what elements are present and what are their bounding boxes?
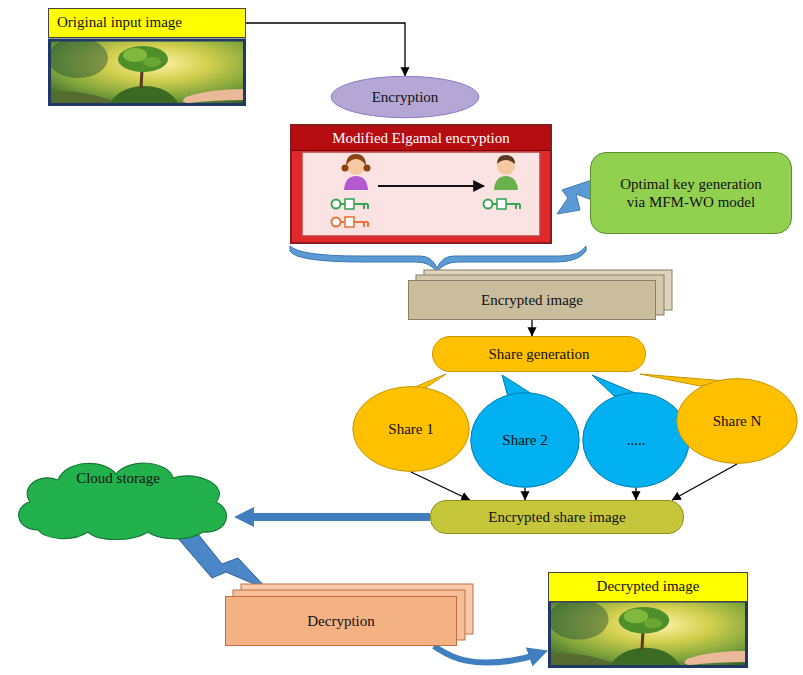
person-hair: [346, 154, 366, 166]
document-stack: Encrypted image: [408, 280, 656, 320]
arrow-connector: [635, 488, 636, 500]
share-bubble: Share 2: [470, 392, 580, 488]
person-hair: [497, 155, 515, 164]
person-hair: [342, 165, 349, 172]
node-label: Cloud storage: [76, 469, 160, 487]
person-hair: [364, 165, 371, 172]
arrow-connector: [531, 320, 532, 336]
cloud-fill: [19, 463, 227, 539]
ellipse-fill: [331, 76, 479, 117]
key-icon: [332, 217, 369, 227]
ellipse-fill: [353, 387, 469, 472]
node-label: Share generation: [488, 345, 589, 363]
photo-illustration: [48, 38, 246, 106]
key-icon: [484, 199, 521, 209]
node-label: Encrypted share image: [488, 508, 625, 526]
share-bubble: .....: [582, 392, 690, 488]
photo-frame: [550, 601, 747, 667]
node-label: Share 1: [388, 420, 433, 438]
process-box: Share generation: [432, 336, 646, 372]
ellipse-fill: [677, 379, 797, 464]
arrow-connector: [411, 472, 470, 500]
encryption-block: Modified Elgamal encryption: [290, 124, 552, 244]
callout-tail: [557, 180, 592, 214]
cloud-outline: [8, 452, 234, 544]
arrow-connector: [524, 488, 525, 500]
node-label: Optimal key generation via MFM-WO model: [617, 175, 765, 211]
ellipse-fill: [471, 393, 579, 488]
photo-illustration: [548, 599, 748, 668]
person-icon: [497, 157, 515, 175]
inner-panel: [302, 152, 540, 236]
heading-label: Modified Elgamal encryption: [292, 126, 550, 151]
cloud-shape: Cloud storage: [8, 452, 234, 544]
brace: [290, 246, 586, 272]
heading-label: Original input image: [48, 8, 246, 38]
node-label: Decryption: [307, 612, 374, 630]
share-bubble: Share 1: [352, 386, 470, 472]
arrow-connector: [242, 513, 430, 521]
person-icon: [344, 176, 368, 190]
key-icon: [332, 199, 369, 209]
arrow-connector: [434, 646, 541, 662]
lightning-bolt: [176, 534, 268, 590]
ellipse-fill: [583, 393, 689, 488]
transfer-arrow: [378, 185, 484, 187]
arrow-connector: [672, 464, 737, 500]
node-label: .....: [627, 431, 646, 449]
process-ellipse: Encryption: [330, 76, 480, 118]
share-bubble: Share N: [676, 378, 798, 464]
person-icon: [347, 157, 365, 175]
node-label: Encrypted image: [481, 291, 583, 309]
heading-label: Decrypted image: [548, 572, 748, 602]
photo-frame: [50, 40, 245, 105]
node-label: Share 2: [502, 431, 547, 449]
arrow-connector: [246, 23, 405, 76]
document-stack: Decryption: [225, 596, 457, 646]
callout-box: Optimal key generation via MFM-WO model: [590, 152, 792, 234]
person-icon: [494, 176, 518, 190]
process-box: Encrypted share image: [430, 500, 684, 534]
node-label: Encryption: [372, 88, 439, 106]
output-image-panel: Decrypted image: [548, 572, 748, 670]
node-label: Share N: [713, 412, 762, 430]
input-image-panel: Original input image: [48, 8, 246, 106]
